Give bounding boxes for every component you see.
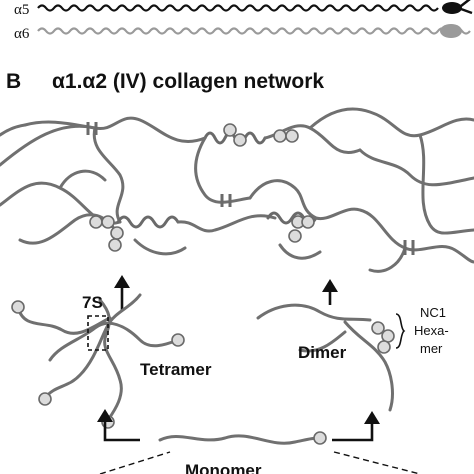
- alpha5-nc1-domain: [442, 2, 462, 14]
- panel-b-title: α1.α2 (IV) collagen network: [52, 70, 324, 93]
- nc1-label-line3: mer: [420, 341, 443, 356]
- alpha5-fork: [460, 0, 473, 15]
- nc1-brace: [395, 313, 406, 349]
- nc1-label-line1: NC1: [420, 305, 446, 320]
- left-helix: [116, 215, 180, 229]
- tetramer-label: Tetramer: [140, 360, 212, 379]
- alpha5-chain: [37, 4, 439, 12]
- alpha6-label: α6: [14, 26, 30, 42]
- nc1-label-line2: Hexa-: [414, 323, 449, 338]
- dimer-label: Dimer: [298, 343, 347, 362]
- panel-a: α5 α6: [14, 0, 473, 42]
- arrow-dimer-to-network: [322, 279, 338, 305]
- alpha6-chain: [37, 27, 471, 35]
- tetramer: 7S Tetramer: [11, 293, 212, 429]
- monomer-row: Monomer: [97, 409, 421, 474]
- alpha5-label: α5: [14, 2, 29, 18]
- collagen-network: [0, 107, 474, 273]
- 7s-domain-box: [87, 315, 109, 351]
- monomer-label: Monomer: [185, 461, 262, 474]
- alpha6-nc1-domain: [440, 24, 462, 38]
- panel-b-letter: B: [6, 70, 21, 93]
- dimer: Dimer NC1 Hexa- mer: [256, 303, 449, 412]
- arrow-tetramer-to-network: [114, 275, 130, 310]
- 7s-label: 7S: [82, 293, 103, 312]
